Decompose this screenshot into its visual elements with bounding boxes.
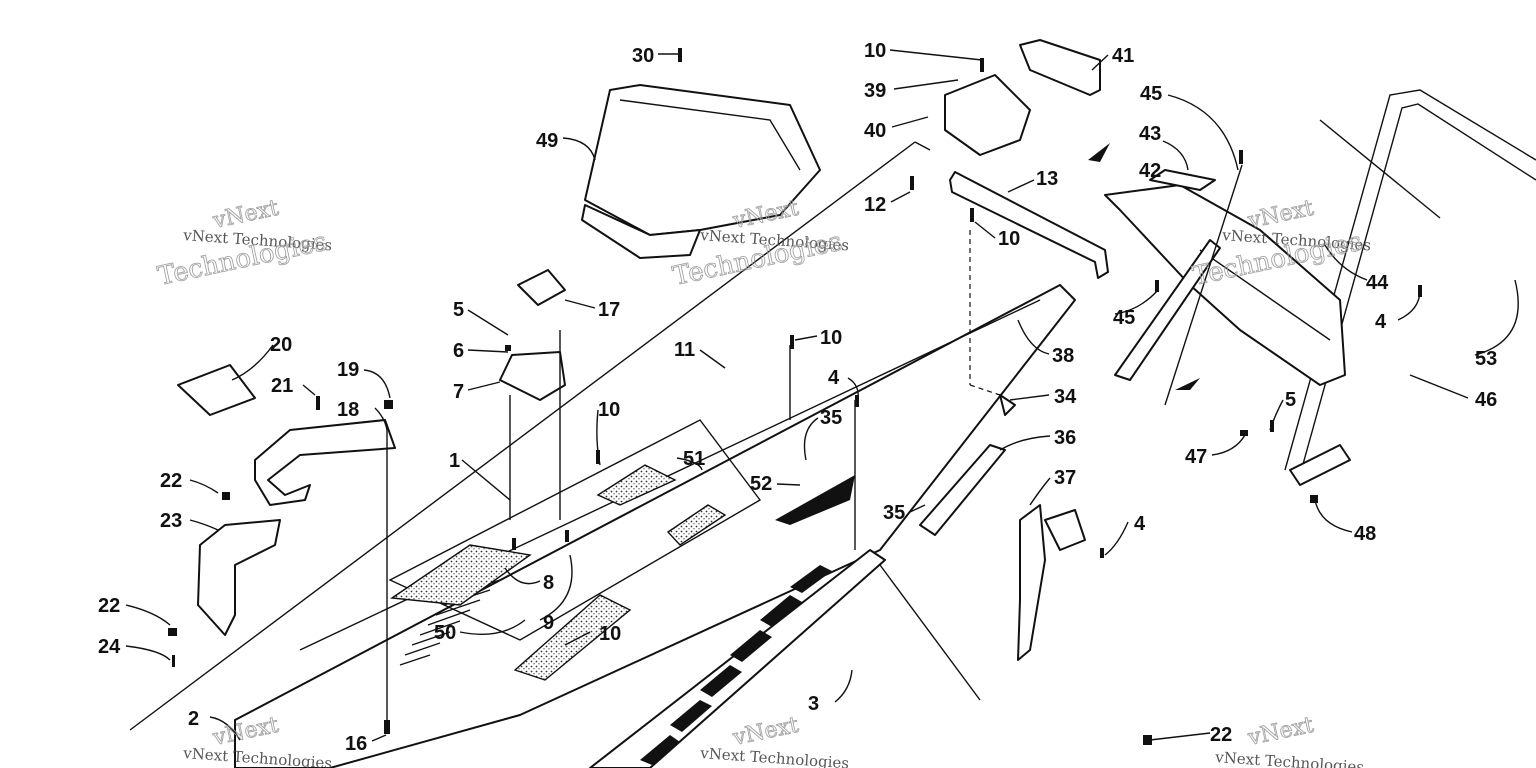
callout-41: 41 [1112,45,1134,67]
callout-45: 45 [1140,83,1162,105]
callout-49: 49 [536,130,558,152]
small-parts [499,269,1016,416]
callout-45: 45 [1113,307,1135,329]
callout-11: 11 [674,339,695,361]
callout-17: 17 [598,299,620,321]
callout-13: 13 [1036,168,1058,190]
callout-1: 1 [449,450,460,472]
callout-34: 34 [1054,386,1077,408]
callout-19: 19 [337,359,359,381]
callout-42: 42 [1139,160,1161,182]
callout-5: 5 [453,299,464,321]
callout-10: 10 [998,228,1020,250]
callout-10: 10 [820,327,842,349]
callout-30: 30 [632,45,654,67]
callout-10: 10 [598,399,620,421]
callout-20: 20 [270,334,292,356]
left-bracket-parts [177,364,396,636]
callout-35: 35 [883,502,905,524]
guide-lines [386,119,1441,720]
callout-44: 44 [1366,272,1389,294]
callout-2: 2 [188,708,199,730]
callout-37: 37 [1054,467,1076,489]
rail-part [949,171,1109,279]
callout-4: 4 [828,367,840,389]
callout-3: 3 [808,693,819,715]
callout-18: 18 [337,399,359,421]
callout-53: 53 [1475,348,1497,370]
callout-51: 51 [683,448,705,470]
callout-23: 23 [160,510,182,532]
callout-10: 10 [864,40,886,62]
callout-12: 12 [864,194,886,216]
leader-lines [125,49,1519,742]
callout-52: 52 [750,473,772,495]
callout-36: 36 [1054,427,1076,449]
watermark-line2: vNext Technologies [699,744,850,768]
fastener-marks [168,48,1422,745]
callout-43: 43 [1139,123,1161,145]
callout-6: 6 [453,340,464,362]
running-board-part [589,549,886,768]
callout-39: 39 [864,80,886,102]
tunnel-part [234,284,1076,768]
bracket-part [944,39,1101,156]
callout-38: 38 [1052,345,1074,367]
taillight-part [1104,169,1346,386]
seat-part [581,84,821,259]
watermark-line1: vNext [730,713,801,751]
rear-bumper-part [1284,89,1536,486]
direction-arrows [775,143,1200,525]
watermark-line1: vNext [1245,713,1316,751]
watermark-line2: vNext Technologies [1214,748,1365,768]
callout-46: 46 [1475,389,1497,411]
callout-22: 22 [1210,724,1232,746]
callout-24: 24 [98,636,121,658]
assembly-outline [129,141,931,731]
callout-16: 16 [345,733,367,755]
callout-50: 50 [434,622,456,644]
callouts: 30 10 41 39 45 40 43 49 42 13 12 10 44 1… [98,40,1497,755]
callout-21: 21 [271,375,293,397]
callout-4: 4 [1375,311,1387,333]
callout-22: 22 [160,470,182,492]
callout-10: 10 [599,623,621,645]
callout-7: 7 [453,381,464,403]
foot-brace-part [919,444,1086,661]
callout-8: 8 [543,572,554,594]
callout-48: 48 [1354,523,1376,545]
callout-22: 22 [98,595,120,617]
callout-4: 4 [1134,513,1146,535]
callout-47: 47 [1185,446,1207,468]
callout-5: 5 [1285,389,1296,411]
callout-40: 40 [864,120,886,142]
callout-35: 35 [820,407,842,429]
callout-9: 9 [543,612,554,634]
